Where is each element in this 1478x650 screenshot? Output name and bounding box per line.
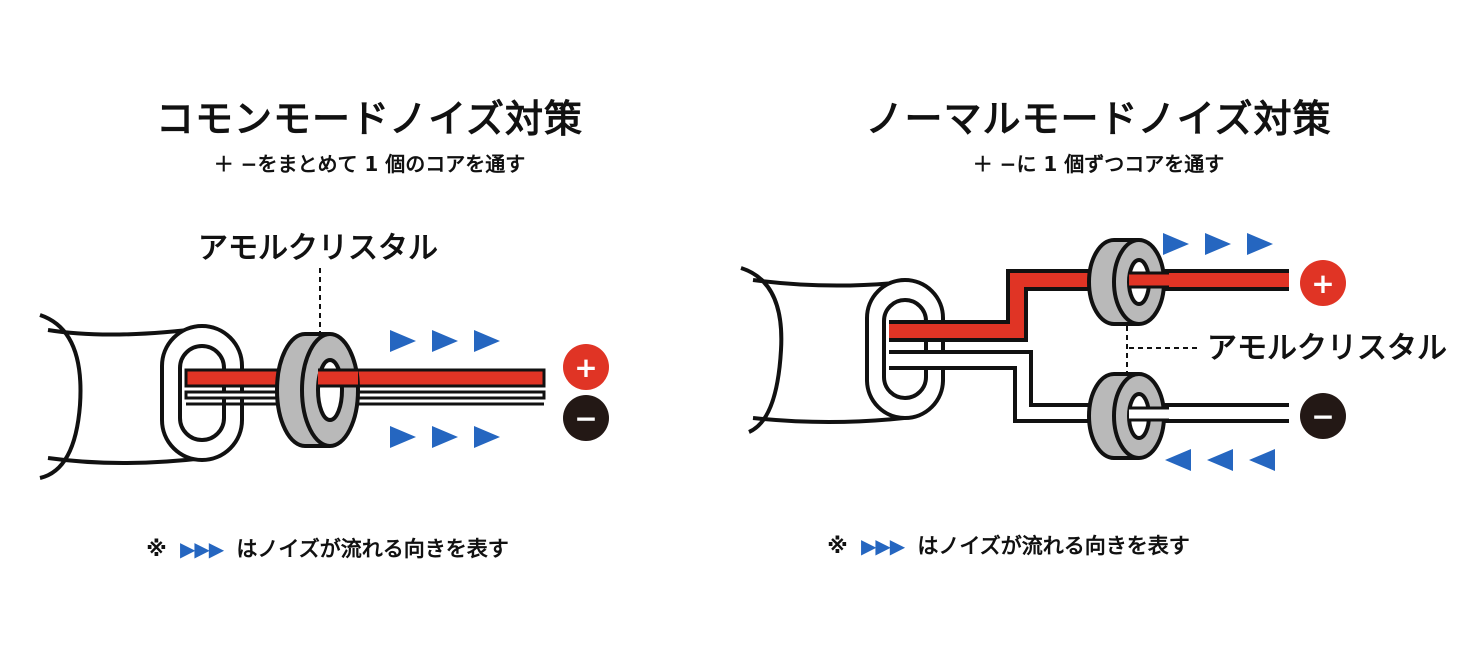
note-text: はノイズが流れる向きを表す xyxy=(917,534,1190,558)
noise-arrows-bottom xyxy=(1165,449,1275,471)
noise-arrow-icon xyxy=(1249,449,1275,471)
cable-opening xyxy=(865,278,945,420)
minus-terminal-icon: − xyxy=(563,395,609,441)
note-mark: ※ xyxy=(827,534,848,558)
normal-mode-panel: ノーマルモードノイズ対策 ＋ −に 1 個ずつコアを通す xyxy=(739,0,1478,650)
wire-bundle xyxy=(184,368,546,406)
normal-mode-diagram: アモルクリスタル + − xyxy=(740,233,1447,471)
noise-arrows-bottom xyxy=(390,426,500,448)
note-arrows: ▶▶▶ xyxy=(860,534,905,558)
normal-core-label: アモルクリスタル xyxy=(1207,331,1447,366)
noise-arrow-icon xyxy=(474,330,500,352)
common-mode-title: コモンモードノイズ対策 xyxy=(155,97,584,141)
noise-arrow-icon xyxy=(1163,233,1189,255)
common-mode-panel: コモンモードノイズ対策 ＋ −をまとめて 1 個のコアを通す xyxy=(0,97,697,563)
plus-terminal-icon: + xyxy=(563,344,609,390)
noise-arrow-icon xyxy=(432,426,458,448)
noise-arrow-icon xyxy=(474,426,500,448)
noise-arrow-icon xyxy=(1247,233,1273,255)
normal-mode-note: ※ ▶▶▶ はノイズが流れる向きを表す xyxy=(639,530,1378,560)
positive-wire xyxy=(184,368,546,388)
normal-mode-title: ノーマルモードノイズ対策 xyxy=(865,97,1332,141)
noise-arrow-icon xyxy=(1205,233,1231,255)
ferrite-core-icon xyxy=(275,332,360,448)
minus-terminal-icon: − xyxy=(1300,393,1346,439)
cable-end-curve-top xyxy=(39,313,83,480)
noise-arrow-icon xyxy=(1207,449,1233,471)
noise-arrows-top xyxy=(1163,233,1273,255)
note-text: はノイズが流れる向きを表す xyxy=(236,537,509,561)
plus-sign: + xyxy=(1311,267,1334,300)
note-mark: ※ xyxy=(146,537,167,561)
note-arrows: ▶▶▶ xyxy=(179,537,224,561)
noise-arrow-icon xyxy=(390,330,416,352)
noise-arrow-icon xyxy=(432,330,458,352)
noise-arrows-top xyxy=(390,330,500,352)
normal-mode-subtitle: ＋ −に 1 個ずつコアを通す xyxy=(972,152,1225,176)
minus-sign: − xyxy=(1311,400,1334,433)
minus-sign: − xyxy=(574,402,597,435)
negative-wire xyxy=(184,390,546,400)
noise-arrow-icon xyxy=(390,426,416,448)
common-mode-diagram: アモルクリスタル + − xyxy=(39,231,609,480)
common-mode-subtitle: ＋ −をまとめて 1 個のコアを通す xyxy=(213,152,526,176)
ferrite-core-icon xyxy=(1087,238,1169,326)
ferrite-core-icon xyxy=(1087,372,1169,460)
common-mode-note: ※ ▶▶▶ はノイズが流れる向きを表す xyxy=(0,533,697,563)
noise-arrow-icon xyxy=(1165,449,1191,471)
plus-sign: + xyxy=(574,351,597,384)
common-core-label: アモルクリスタル xyxy=(198,231,438,266)
plus-terminal-icon: + xyxy=(1300,260,1346,306)
